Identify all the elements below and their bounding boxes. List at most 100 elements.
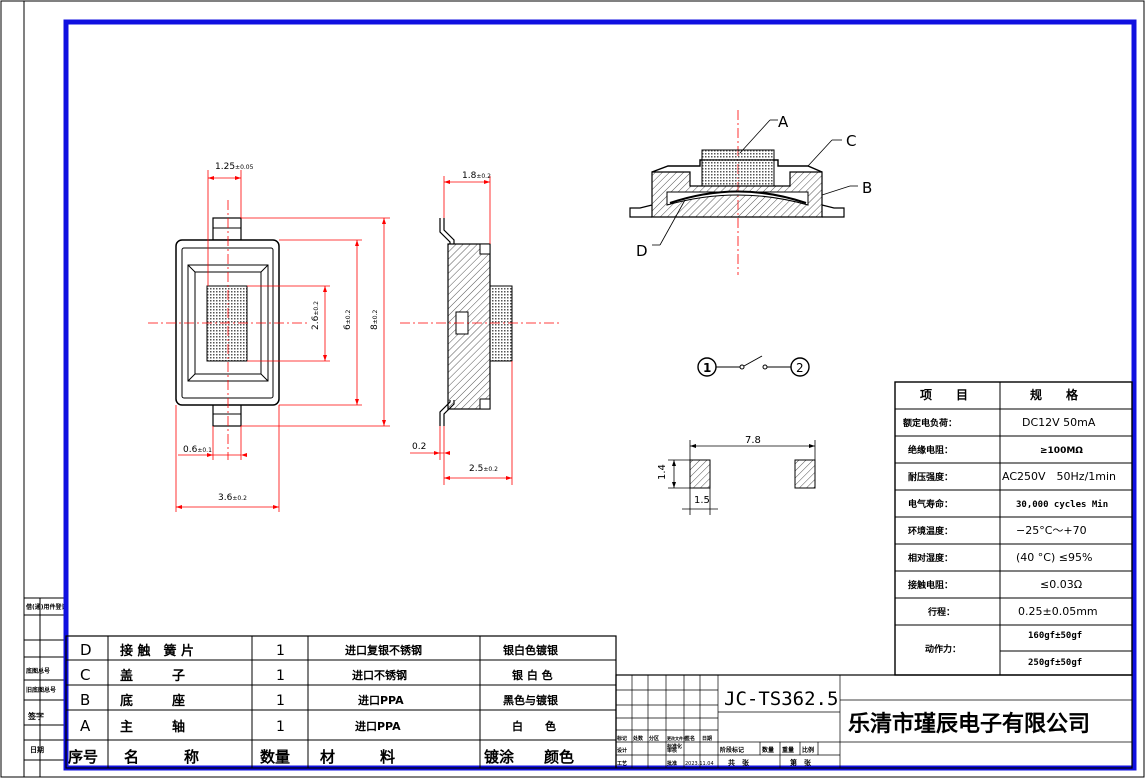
- title-company: 乐清市瑾辰电子有限公司: [848, 711, 1090, 737]
- bom-header-plating: 镀涂 颜色: [484, 748, 574, 766]
- spec-label-2: 耐压强度：: [908, 471, 953, 483]
- title-small-label-7: 审核: [667, 747, 677, 754]
- title-block: 标记 处数 分区 更改文件号 签名 日期 设计 审核 工艺 标准化 批准 202…: [615, 674, 1133, 769]
- spec-label-7: 行程：: [927, 606, 955, 618]
- bom-material-0: 进口复银不锈钢: [345, 643, 422, 657]
- spec-value-2: AC250V 50Hz/1min: [1002, 470, 1116, 483]
- spec-label-6: 接触电阻：: [908, 579, 953, 591]
- front-dim-mid: 6±0.2: [343, 310, 353, 330]
- side-dim-depth: 2.5±0.2: [469, 464, 498, 474]
- spec-value-1: ≥100MΩ: [1040, 446, 1083, 456]
- bom-name-3: 主 轴: [120, 719, 185, 735]
- title-small-label-6: 设计: [617, 747, 627, 754]
- bom-plating-0: 银白色镀银: [503, 643, 559, 657]
- spec-table: 项 目 规 格 额定电负荷： DC12V 50mA 绝缘电阻： ≥100MΩ 耐…: [894, 381, 1133, 676]
- spec-force-value-1: 250gf±50gf: [1028, 658, 1082, 668]
- title-small-label-3: 更改文件号: [667, 735, 687, 741]
- front-dim-top: 1.25±0.05: [215, 162, 254, 172]
- bom-material-1: 进口不锈钢: [352, 668, 407, 682]
- pad-dim-span: 7.8: [745, 435, 761, 446]
- bom-no-2: B: [80, 691, 90, 709]
- circuit-terminal-2: 2: [796, 361, 804, 375]
- side-view: 1.8±0.2 0.2 2.5±0.2: [400, 171, 560, 485]
- spec-force-label: 动作力：: [925, 643, 961, 655]
- left-strip: 借(通)用件登记 旧底图总号 底图总号 签字 日期: [24, 597, 68, 777]
- front-dim-outer: 8±0.2: [370, 310, 380, 330]
- section-label-d: D: [636, 242, 648, 260]
- title-date: 2023.11.04: [685, 761, 714, 767]
- circuit-terminal-1: 1: [703, 361, 711, 375]
- spec-value-7: 0.25±0.05mm: [1018, 605, 1098, 618]
- title-small-label-2: 分区: [649, 735, 659, 742]
- side-dim-top: 1.8±0.2: [462, 171, 491, 181]
- title-small-label-14: 比例: [802, 746, 814, 754]
- bom-plating-3: 白 色: [512, 719, 556, 733]
- title-small-label-13: 重量: [782, 746, 794, 754]
- title-small-label-15: 共 张: [728, 758, 750, 767]
- left-strip-text-2: 底图总号: [26, 667, 50, 675]
- title-small-label-1: 处数: [632, 735, 644, 742]
- title-small-label-16: 第 张: [790, 758, 812, 767]
- section-label-a: A: [778, 113, 789, 131]
- bom-qty-0: 1: [276, 643, 285, 659]
- bom-plating-2: 黑色与镀银: [503, 693, 559, 707]
- front-dim-width: 3.6±0.2: [218, 493, 247, 503]
- side-dim-thin: 0.2: [412, 442, 426, 452]
- bom-name-0: 接 触 簧 片: [120, 643, 194, 659]
- spec-label-1: 绝缘电阻：: [908, 444, 953, 456]
- section-label-c: C: [846, 132, 856, 150]
- bom-table: D 接 触 簧 片 1 进口复银不锈钢 银白色镀银 C 盖 子 1 进口不锈钢 …: [65, 635, 617, 769]
- bom-header-no: 序号: [68, 748, 98, 766]
- bom-qty-3: 1: [276, 719, 285, 735]
- pad-dim-height: 1.4: [657, 464, 668, 480]
- spec-value-5: (40 °C) ≤95%: [1016, 551, 1092, 564]
- bom-no-0: D: [80, 641, 92, 659]
- title-small-label-0: 标记: [616, 735, 627, 742]
- section-label-b: B: [862, 179, 872, 197]
- spec-label-5: 相对湿度：: [908, 552, 953, 564]
- bom-header-qty: 数量: [260, 748, 290, 766]
- spec-value-0: DC12V 50mA: [1022, 416, 1096, 429]
- spec-force-value-0: 160gf±50gf: [1028, 631, 1082, 641]
- spec-value-3: 30,000 cycles Min: [1016, 499, 1108, 510]
- bom-plating-1: 银 白 色: [512, 668, 553, 682]
- bom-name-1: 盖 子: [120, 668, 185, 684]
- front-dim-foot: 0.6±0.1: [183, 445, 212, 455]
- left-strip-text-1: 旧底图总号: [26, 686, 56, 694]
- circuit-symbol: 1 2: [697, 355, 810, 377]
- front-view: 1.25±0.05 2.6±0.2 6±0.2 8±0.2 0.6±0.1 3.…: [148, 162, 390, 512]
- bom-qty-1: 1: [276, 668, 285, 684]
- pad-dim-width: 1.5: [694, 495, 710, 506]
- left-strip-text-3: 签字: [27, 711, 44, 721]
- title-small-label-5: 日期: [702, 735, 712, 742]
- title-model: JC-TS362.5: [724, 688, 838, 710]
- bom-name-2: 底 座: [120, 693, 185, 709]
- spec-value-6: ≤0.03Ω: [1040, 578, 1082, 591]
- bom-material-2: 进口PPA: [358, 693, 404, 707]
- bom-material-3: 进口PPA: [355, 719, 401, 733]
- spec-header-item: 项 目: [920, 388, 968, 402]
- bom-qty-2: 1: [276, 693, 285, 709]
- spec-header-spec: 规 格: [1030, 387, 1079, 402]
- section-view: A C B D: [629, 110, 872, 275]
- spec-label-4: 环境温度：: [908, 525, 953, 537]
- left-strip-text-4: 日期: [30, 745, 44, 754]
- bom-header-name: 名 称: [124, 748, 199, 766]
- bom-header-material: 材 料: [320, 748, 395, 766]
- bom-no-1: C: [80, 666, 90, 684]
- pad-layout: 7.8 1.4 1.5: [657, 435, 816, 515]
- title-small-label-8: 工艺: [617, 760, 627, 767]
- bom-no-3: A: [80, 717, 91, 735]
- title-small-label-11: 阶段标记: [720, 746, 744, 754]
- front-dim-inner: 2.6±0.2: [311, 301, 321, 330]
- title-small-label-10: 批准: [667, 760, 677, 767]
- left-strip-text-0: 借(通)用件登记: [25, 603, 68, 611]
- title-small-label-4: 签名: [684, 735, 695, 742]
- spec-value-4: −25°C～+70: [1016, 524, 1087, 537]
- spec-label-0: 额定电负荷：: [903, 417, 957, 429]
- title-small-label-12: 数量: [762, 746, 774, 754]
- title-small-label-9: 标准化: [666, 743, 682, 750]
